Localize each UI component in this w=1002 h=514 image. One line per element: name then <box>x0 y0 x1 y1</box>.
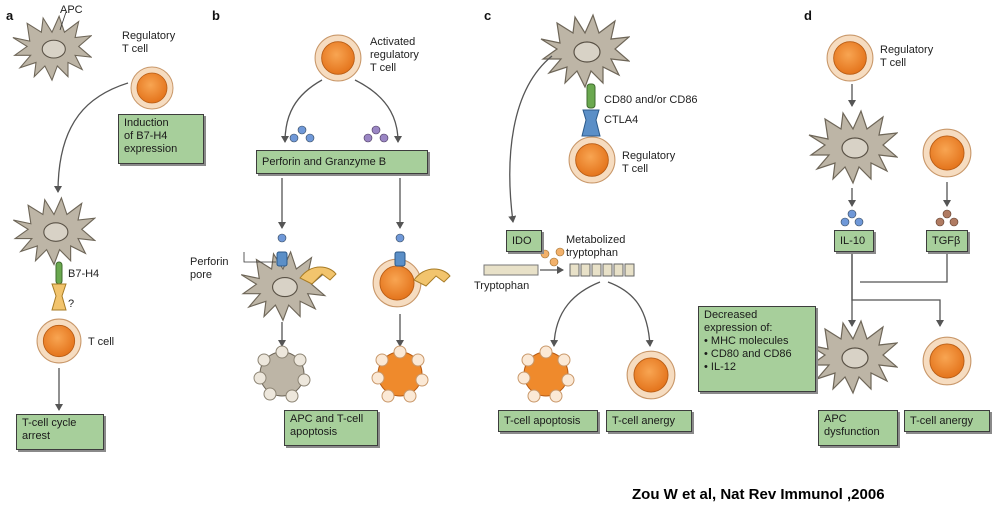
arrow-d-il10-anergy <box>851 254 944 327</box>
anergy-box-c: T-cell anergy <box>606 410 692 432</box>
perforin-pore <box>276 251 288 267</box>
treg-cell-d <box>826 34 874 82</box>
anergy-box-d: T-cell anergy <box>904 410 990 432</box>
apc-cell-d <box>808 110 898 184</box>
treg-label-d: Regulatory T cell <box>880 44 934 69</box>
cd80-label: CD80 and/or CD86 <box>604 94 698 106</box>
granules-d-brown <box>935 209 959 227</box>
treg-label-c: Regulatory T cell <box>622 150 676 175</box>
arrow-c-anergy <box>607 281 654 347</box>
arrow-ido <box>508 55 553 223</box>
anergic-t-cell-c <box>626 350 676 400</box>
ctla4-receptor <box>581 109 601 137</box>
b7h4-label: B7-H4 <box>68 268 100 280</box>
apc-cell <box>12 15 92 81</box>
induction-box: Induction of B7-H4 expression <box>118 114 204 164</box>
perforin-pore-2 <box>394 251 406 267</box>
cd80-receptor <box>586 83 596 109</box>
apc-leader-line <box>59 11 67 31</box>
pore-leader-line <box>243 252 276 263</box>
panel-label-d: d <box>804 8 812 23</box>
granule <box>277 233 287 243</box>
apoptotic-apc <box>253 345 311 403</box>
decreased-expression-box: Decreased expression of: • MHC molecules… <box>698 306 816 392</box>
granzyme-shape-2 <box>413 268 451 287</box>
panel-c-graphics <box>483 14 676 403</box>
apoptosis-box-b: APC and T-cell apoptosis <box>284 410 378 446</box>
granules-d-blue <box>840 209 864 227</box>
b7h4-ligand <box>51 283 67 311</box>
apoptosis-box-c: T-cell apoptosis <box>498 410 598 432</box>
question-label: ? <box>68 298 75 310</box>
tryptophan-bar <box>483 264 539 276</box>
perforin-granzyme-box: Perforin and Granzyme B <box>256 150 428 174</box>
panel-d-graphics <box>808 34 972 394</box>
ctla4-label: CTLA4 <box>604 114 639 126</box>
granule <box>395 233 405 243</box>
citation: Zou W et al, Nat Rev Immunol ,2006 <box>632 486 885 503</box>
arrow-right <box>354 79 402 143</box>
apc-cell-c <box>540 14 630 88</box>
arrow-d-tgfb-merge <box>860 254 948 283</box>
dysfunctional-apc-cell <box>808 320 898 394</box>
metabolized-label: Metabolized tryptophan <box>566 234 626 259</box>
treg-cell-d2 <box>922 128 972 178</box>
tgfb-box: TGFβ <box>926 230 968 252</box>
metabolized-tryptophan-segments <box>569 263 635 277</box>
apc-label: APC <box>60 4 83 16</box>
treg-cell <box>130 66 174 110</box>
granules-orange <box>540 247 565 267</box>
arrow-left <box>281 79 323 143</box>
panel-label-a: a <box>6 8 14 23</box>
activated-treg-cell <box>314 34 362 82</box>
arrest-box: T-cell cycle arrest <box>16 414 104 450</box>
treg-label-a: Regulatory T cell <box>122 30 176 55</box>
granules-blue <box>289 125 315 143</box>
granules-purple <box>363 125 389 143</box>
perforin-pore-label: Perforin pore <box>190 256 229 281</box>
panel-a-graphics <box>12 11 174 411</box>
panel-b-graphics <box>240 34 451 403</box>
t-cell <box>36 318 82 364</box>
granzyme-shape <box>299 266 337 285</box>
arrow-c-apoptosis <box>550 281 601 347</box>
apc-cell-b7h4 <box>12 197 96 266</box>
tryptophan-label: Tryptophan <box>474 280 530 292</box>
apoptotic-t-cell <box>371 345 429 403</box>
il10-box: IL-10 <box>834 230 874 252</box>
arrow-induction <box>54 82 129 193</box>
t-cell-label: T cell <box>88 336 115 348</box>
panel-label-c: c <box>484 8 492 23</box>
apoptotic-t-cell-c <box>517 345 575 403</box>
treg-cell-c <box>568 136 616 184</box>
panel-label-b: b <box>212 8 220 23</box>
b7h4-receptor <box>55 261 63 285</box>
dysfunction-box: APC dysfunction <box>818 410 898 446</box>
anergic-t-cell-d <box>922 336 972 386</box>
ido-box: IDO <box>506 230 542 252</box>
activated-treg-label: Activated regulatory T cell <box>370 36 419 74</box>
